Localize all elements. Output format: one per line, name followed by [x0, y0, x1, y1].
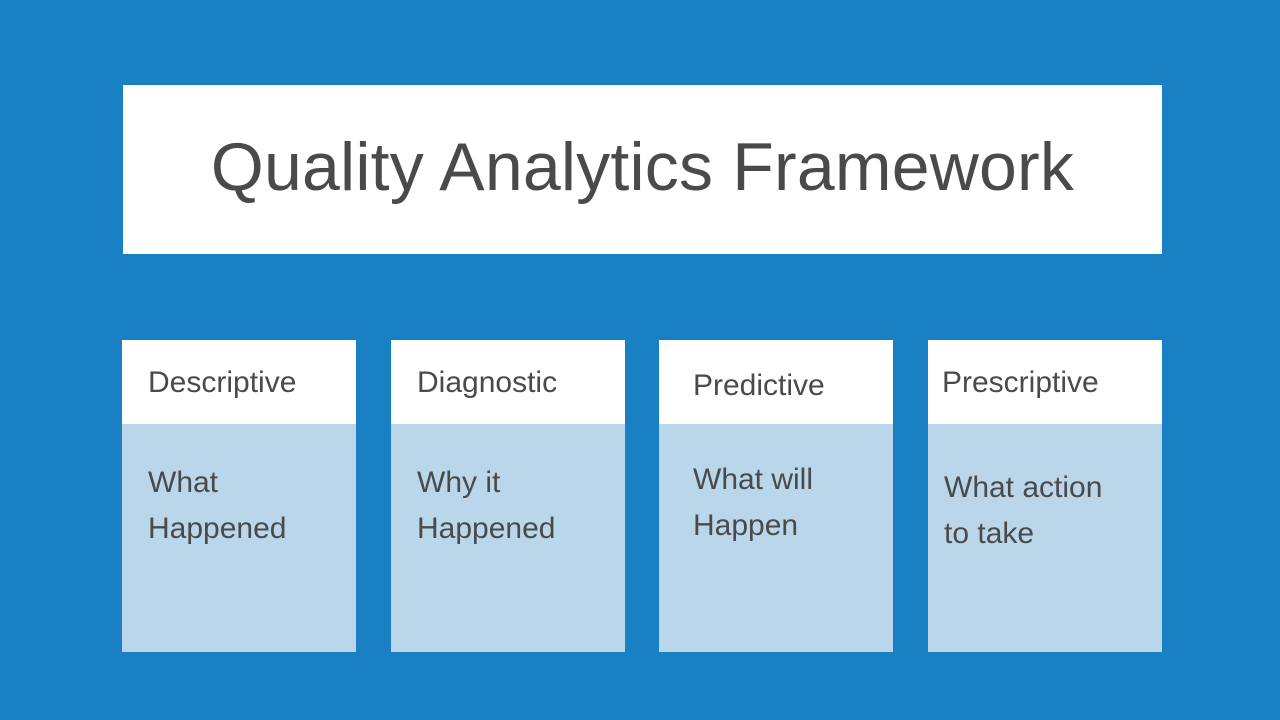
analytics-card-prescriptive[interactable]: Prescriptive What action to take — [928, 340, 1162, 652]
analytics-card-diagnostic[interactable]: Diagnostic Why it Happened — [391, 340, 625, 652]
card-body-label: What will Happen — [693, 463, 814, 542]
card-body-label: What action to take — [944, 471, 1103, 550]
page-title: Quality Analytics Framework — [210, 128, 1075, 205]
card-body-descriptive: What Happened — [122, 424, 356, 652]
card-heading-label: Descriptive — [148, 365, 297, 399]
card-body-predictive: What will Happen — [659, 424, 893, 652]
card-header-descriptive: Descriptive — [122, 340, 356, 424]
analytics-card-predictive[interactable]: Predictive What will Happen — [659, 340, 893, 652]
title-banner: Quality Analytics Framework — [123, 85, 1162, 254]
analytics-card-descriptive[interactable]: Descriptive What Happened — [122, 340, 356, 652]
card-heading-label: Prescriptive — [942, 365, 1099, 399]
card-header-predictive: Predictive — [659, 340, 893, 424]
card-body-label: Why it Happened — [417, 466, 556, 545]
card-heading-label: Diagnostic — [417, 365, 558, 399]
card-body-prescriptive: What action to take — [928, 424, 1162, 652]
card-heading-label: Predictive — [693, 368, 825, 402]
card-header-diagnostic: Diagnostic — [391, 340, 625, 424]
card-body-label: What Happened — [148, 466, 287, 545]
card-header-prescriptive: Prescriptive — [928, 340, 1162, 424]
card-body-diagnostic: Why it Happened — [391, 424, 625, 652]
